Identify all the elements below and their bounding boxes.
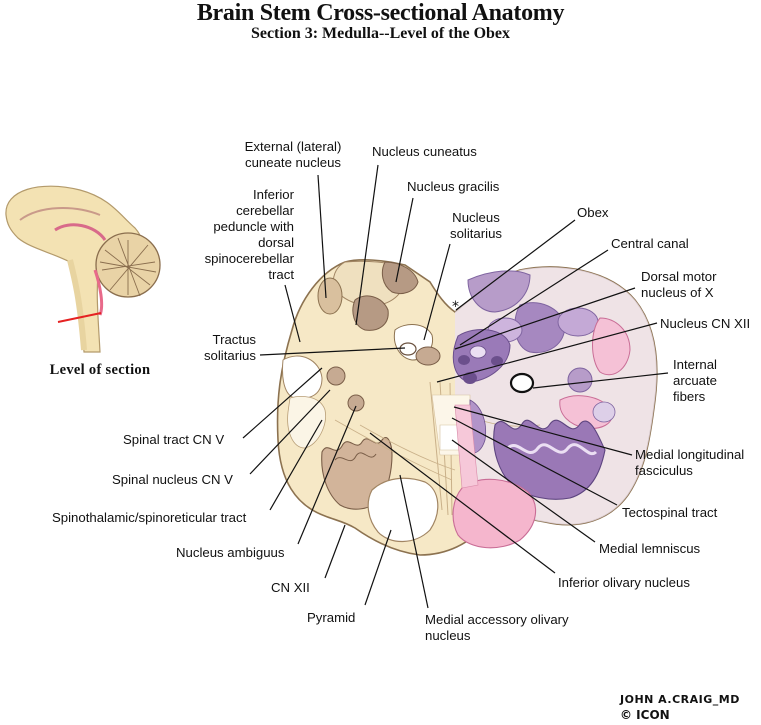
label-spinothalamic: Spinothalamic/spinoreticular tract bbox=[52, 510, 247, 525]
page-title: Brain Stem Cross-sectional Anatomy bbox=[196, 0, 565, 26]
label-dorsal-motor-x: Dorsal motor nucleus of X bbox=[641, 269, 717, 300]
internal-arcuate-marker bbox=[509, 372, 535, 394]
inset-caption: Level of section bbox=[49, 362, 151, 378]
label-nucleus-cn-xii: Nucleus CN XII bbox=[660, 316, 751, 331]
nucleus-solitarius bbox=[415, 346, 441, 366]
label-pyramid: Pyramid bbox=[307, 610, 356, 625]
nucleus-gracilis bbox=[381, 261, 419, 295]
label-medial-longitudinal: Medial longitudinal fasciculus bbox=[635, 447, 745, 478]
medulla-cross-section: * bbox=[276, 259, 658, 556]
label-nucleus-ambiguus: Nucleus ambiguus bbox=[176, 545, 285, 560]
label-tractus-solitarius: Tractus solitarius bbox=[203, 332, 256, 363]
spinal-nucleus-v bbox=[326, 366, 346, 386]
label-medial-lemniscus: Medial lemniscus bbox=[599, 541, 701, 556]
label-spinal-nucleus-v: Spinal nucleus CN V bbox=[112, 472, 233, 487]
page-subtitle: Section 3: Medulla--Level of the Obex bbox=[250, 25, 511, 42]
section-level-marker bbox=[57, 312, 102, 323]
copyright-mark: © ICON bbox=[620, 708, 670, 722]
label-central-canal: Central canal bbox=[611, 236, 689, 251]
nucleus-ambiguus bbox=[347, 394, 365, 412]
label-external-cuneate: External (lateral) cuneate nucleus bbox=[244, 139, 342, 170]
label-nucleus-cuneatus: Nucleus cuneatus bbox=[372, 144, 477, 159]
obex-asterisk: * bbox=[452, 299, 459, 315]
artist-signature: JOHN A.CRAIG_MD bbox=[620, 693, 740, 706]
sagittal-brain-inset bbox=[5, 185, 161, 353]
right-pyramid bbox=[452, 478, 537, 549]
label-cn-xii: CN XII bbox=[271, 580, 310, 595]
label-obex: Obex bbox=[577, 205, 609, 220]
label-inferior-cerebellar-peduncle: Inferior cerebellar peduncle with dorsal… bbox=[204, 187, 294, 282]
label-medial-accessory-olivary: Medial accessory olivary nucleus bbox=[425, 612, 569, 643]
label-nucleus-solitarius: Nucleus solitarius bbox=[449, 210, 503, 241]
label-tectospinal: Tectospinal tract bbox=[622, 505, 718, 520]
label-internal-arcuate: Internal arcuate fibers bbox=[673, 357, 717, 404]
label-inferior-olivary: Inferior olivary nucleus bbox=[558, 575, 690, 590]
label-spinal-tract-v: Spinal tract CN V bbox=[123, 432, 225, 447]
tractus-solitarius bbox=[399, 342, 417, 356]
external-cuneate-nucleus bbox=[317, 277, 343, 315]
left-pyramid bbox=[367, 477, 439, 543]
leader-lines bbox=[242, 164, 669, 609]
left-icp-white bbox=[282, 355, 323, 399]
label-nucleus-gracilis: Nucleus gracilis bbox=[407, 179, 500, 194]
nucleus-cuneatus bbox=[352, 295, 389, 331]
